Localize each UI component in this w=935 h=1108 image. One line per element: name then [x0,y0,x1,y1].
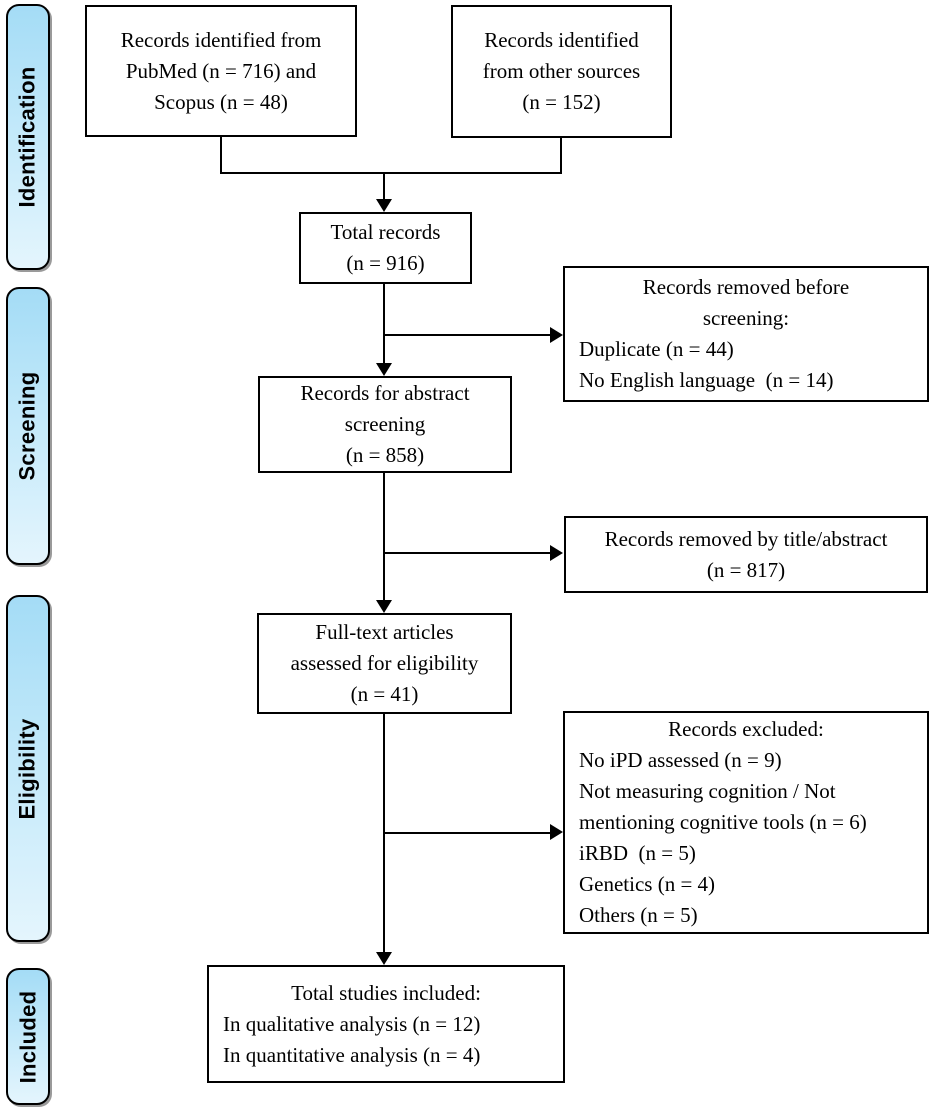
box-total-records: Total records (n = 916) [299,212,472,284]
box-line: Others (n = 5) [579,903,698,927]
box-line: screening: [702,306,790,330]
connector-line-vertical [560,138,562,172]
box-line: (n = 152) [522,90,601,114]
arrowhead-right [550,824,563,840]
box-line: Total records [330,220,441,244]
stage-label-identification: Identification [15,66,40,208]
stage-pill-screening: Screening [6,287,50,565]
arrowhead-down [376,363,392,376]
arrowhead-down [376,600,392,613]
connector-line-vertical [220,137,222,172]
connector-line-vertical [383,172,385,199]
stage-label-included: Included [15,990,41,1083]
connector-line-horizontal [384,334,550,336]
box-identified-databases: Records identified from PubMed (n = 716)… [85,5,357,137]
box-line: Records identified from [120,27,322,52]
stage-pill-included: Included [6,968,50,1105]
box-line: (n = 41) [350,682,419,706]
box-abstract-screening: Records for abstract screening (n = 858) [258,376,512,473]
box-line: Records for abstract [300,381,470,405]
box-line: Full-text articles [315,620,454,644]
stage-pill-eligibility: Eligibility [6,595,50,942]
arrowhead-down [376,952,392,965]
box-line: Records removed before [642,275,850,299]
box-line: (n = 858) [345,443,425,467]
box-line: from other sources [482,59,641,83]
box-line: screening [344,412,426,436]
box-line: Duplicate (n = 44) [579,337,734,361]
box-line: Records identified [484,28,639,52]
box-line: No iPD assessed (n = 9) [579,748,782,772]
connector-line-horizontal [220,172,562,174]
box-line: Records removed by title/abstract [604,526,888,551]
box-removed-before-screening: Records removed before screening: Duplic… [563,266,929,402]
box-line: (n = 916) [346,251,425,275]
box-line: mentioning cognitive tools (n = 6) [579,810,867,834]
connector-line-vertical [383,473,385,600]
box-records-excluded: Records excluded: No iPD assessed (n = 9… [563,711,929,934]
box-line: (n = 817) [706,557,786,582]
stage-label-eligibility: Eligibility [15,717,40,820]
arrowhead-down [376,199,392,212]
box-line: PubMed (n = 716) and [125,58,317,83]
box-fulltext-eligibility: Full-text articles assessed for eligibil… [257,613,512,714]
box-line: assessed for eligibility [290,651,479,675]
box-line: No English language (n = 14) [579,368,834,392]
arrowhead-right [550,327,563,343]
box-line: Scopus (n = 48) [154,89,288,114]
stage-pill-identification: Identification [6,4,50,270]
box-line: iRBD (n = 5) [579,841,696,865]
arrowhead-right [550,545,563,561]
box-removed-title-abstract: Records removed by title/abstract (n = 8… [564,516,928,593]
connector-line-horizontal [384,552,550,554]
box-line: Genetics (n = 4) [579,872,716,896]
box-line: In quantitative analysis (n = 4) [223,1042,481,1067]
box-line: In qualitative analysis (n = 12) [223,1011,481,1036]
box-studies-included: Total studies included: In qualitative a… [207,965,565,1083]
connector-line-vertical [383,284,385,363]
box-identified-other-sources: Records identified from other sources (n… [451,5,672,138]
stage-label-screening: Screening [15,371,41,481]
box-line: Records excluded: [668,717,824,741]
box-line: Total studies included: [291,980,481,1005]
box-line: Not measuring cognition / Not [579,779,836,803]
connector-line-horizontal [384,832,550,834]
